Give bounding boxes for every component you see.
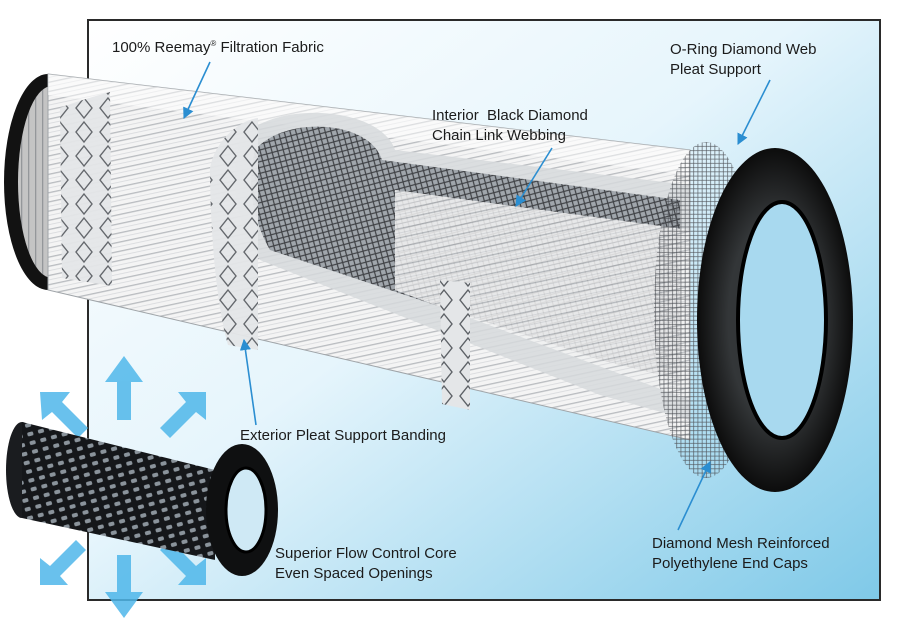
label-filtration-fabric: 100% Reemay® Filtration Fabric — [112, 38, 324, 58]
pointer-banding — [239, 338, 257, 426]
label-endcaps-line1: Diamond Mesh Reinforced — [652, 535, 830, 552]
label-interior-line1: Interior Black Diamond — [432, 107, 588, 124]
pleat-band-3 — [440, 280, 470, 410]
label-oring-web-support: O-Ring Diamond Web Pleat Support — [670, 40, 816, 80]
pleat-band-1 — [60, 92, 112, 286]
filter-cartridge — [4, 73, 853, 492]
pointer-endcaps — [677, 460, 711, 531]
label-end-caps: Diamond Mesh Reinforced Polyethylene End… — [652, 534, 830, 574]
flow-arrow-downright — [160, 540, 206, 585]
callout-pointers — [183, 61, 771, 531]
flow-arrow-up — [105, 356, 143, 420]
pointer-oring — [737, 79, 771, 146]
label-oring-line2: Pleat Support — [670, 61, 761, 78]
label-core-line2: Even Spaced Openings — [275, 565, 433, 582]
label-banding-line1: Exterior Pleat Support Banding — [240, 427, 446, 444]
label-core-line1: Superior Flow Control Core — [275, 545, 457, 562]
pleat-band-2 — [210, 118, 258, 350]
flow-arrow-upleft — [40, 392, 88, 438]
label-oring-line1: O-Ring Diamond Web — [670, 41, 817, 58]
right-end-cap-ring — [697, 148, 853, 492]
pointer-interior — [515, 147, 553, 207]
label-interior-webbing: Interior Black Diamond Chain Link Webbin… — [432, 106, 588, 146]
label-endcaps-line2: Polyethylene End Caps — [652, 555, 808, 572]
label-fabric-text2: Filtration Fabric — [216, 39, 324, 56]
label-fabric-text: 100% Reemay — [112, 39, 211, 56]
label-pleat-banding: Exterior Pleat Support Banding — [240, 426, 446, 446]
flow-arrow-down — [105, 555, 143, 618]
pointer-fabric — [183, 61, 211, 120]
flow-control-core — [6, 422, 278, 576]
label-interior-line2: Chain Link Webbing — [432, 127, 566, 144]
registered-mark: ® — [210, 39, 217, 48]
flow-arrow-upright — [160, 392, 206, 438]
flow-arrow-downleft — [40, 540, 86, 585]
label-flow-core: Superior Flow Control Core Even Spaced O… — [275, 544, 457, 584]
